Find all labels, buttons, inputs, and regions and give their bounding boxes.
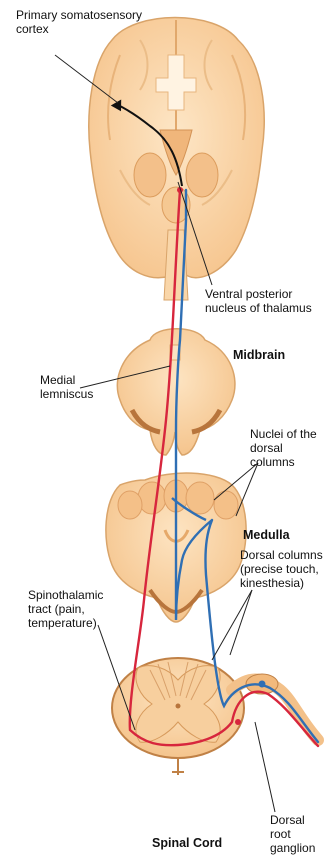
- label-medial-lemniscus: Medial lemniscus: [40, 373, 93, 401]
- label-midbrain: Midbrain: [233, 348, 285, 362]
- spinal-cord-section: [112, 658, 318, 775]
- label-spinal-cord: Spinal Cord: [152, 836, 222, 850]
- label-nuclei-dorsal-columns: Nuclei of the dorsal columns: [250, 427, 326, 469]
- label-primary-somatosensory-cortex: Primary somatosensory cortex: [16, 8, 142, 36]
- label-spinothalamic-tract: Spinothalamic tract (pain, temperature): [28, 588, 103, 630]
- label-dorsal-root-ganglion: Dorsal root ganglion: [270, 813, 326, 855]
- label-ventral-posterior-nucleus: Ventral posterior nucleus of thalamus: [205, 287, 312, 315]
- label-medulla: Medulla: [243, 528, 290, 542]
- label-dorsal-columns: Dorsal columns (precise touch, kinesthes…: [240, 548, 323, 590]
